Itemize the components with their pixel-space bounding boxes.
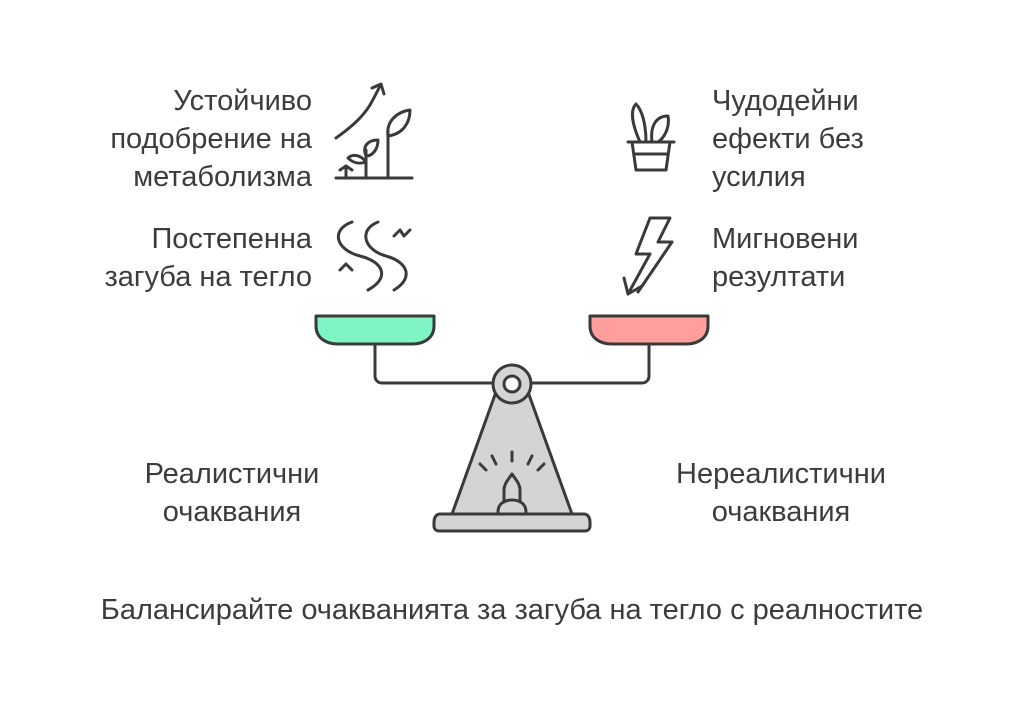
- right-item-2-line-1: Мигновени: [712, 223, 859, 255]
- plant-growth-icon: [334, 82, 414, 180]
- gauge-icon: [478, 450, 546, 514]
- winding-path-icon: [336, 220, 412, 292]
- left-item-2-line-1: Постепенна: [151, 223, 312, 255]
- right-item-1-line-2: ефекти без: [712, 123, 864, 155]
- realistic-label-line-2: очаквания: [162, 496, 302, 528]
- right-item-1-line-1: Чудодейни: [712, 85, 859, 117]
- pivot-inner: [502, 374, 522, 394]
- left-item-gradual-weight-loss: Постепенна загуба на тегло: [104, 220, 312, 296]
- left-item-2-line-2: загуба на тегло: [104, 261, 312, 293]
- unrealistic-label-line-2: очаквания: [711, 496, 851, 528]
- right-item-2-line-2: резултати: [712, 261, 846, 293]
- right-pan: [588, 314, 710, 346]
- right-item-instant-results: Мигновени резултати: [712, 220, 859, 296]
- right-item-1-line-3: усилия: [712, 161, 806, 193]
- left-item-1-line-2: подобрение на: [110, 123, 312, 155]
- realistic-label-line-1: Реалистични: [144, 458, 320, 490]
- left-pan: [314, 314, 436, 346]
- lightning-icon: [622, 216, 674, 296]
- left-item-1-line-1: Устойчиво: [173, 85, 312, 117]
- left-item-1-line-3: метаболизма: [133, 161, 312, 193]
- unrealistic-label-line-1: Нереалистични: [676, 458, 886, 490]
- right-item-miracle-effects: Чудодейни ефекти без усилия: [712, 82, 864, 196]
- diagram-caption: Балансирайте очакванията за загуба на те…: [100, 594, 924, 626]
- magic-hat-icon: [626, 102, 676, 172]
- realistic-expectations-label: Реалистични очаквания: [122, 455, 342, 531]
- beam: [373, 342, 496, 385]
- scale-base: [432, 512, 592, 533]
- unrealistic-expectations-label: Нереалистични очаквания: [646, 455, 916, 531]
- left-item-sustainable-metabolism: Устойчиво подобрение на метаболизма: [110, 82, 312, 196]
